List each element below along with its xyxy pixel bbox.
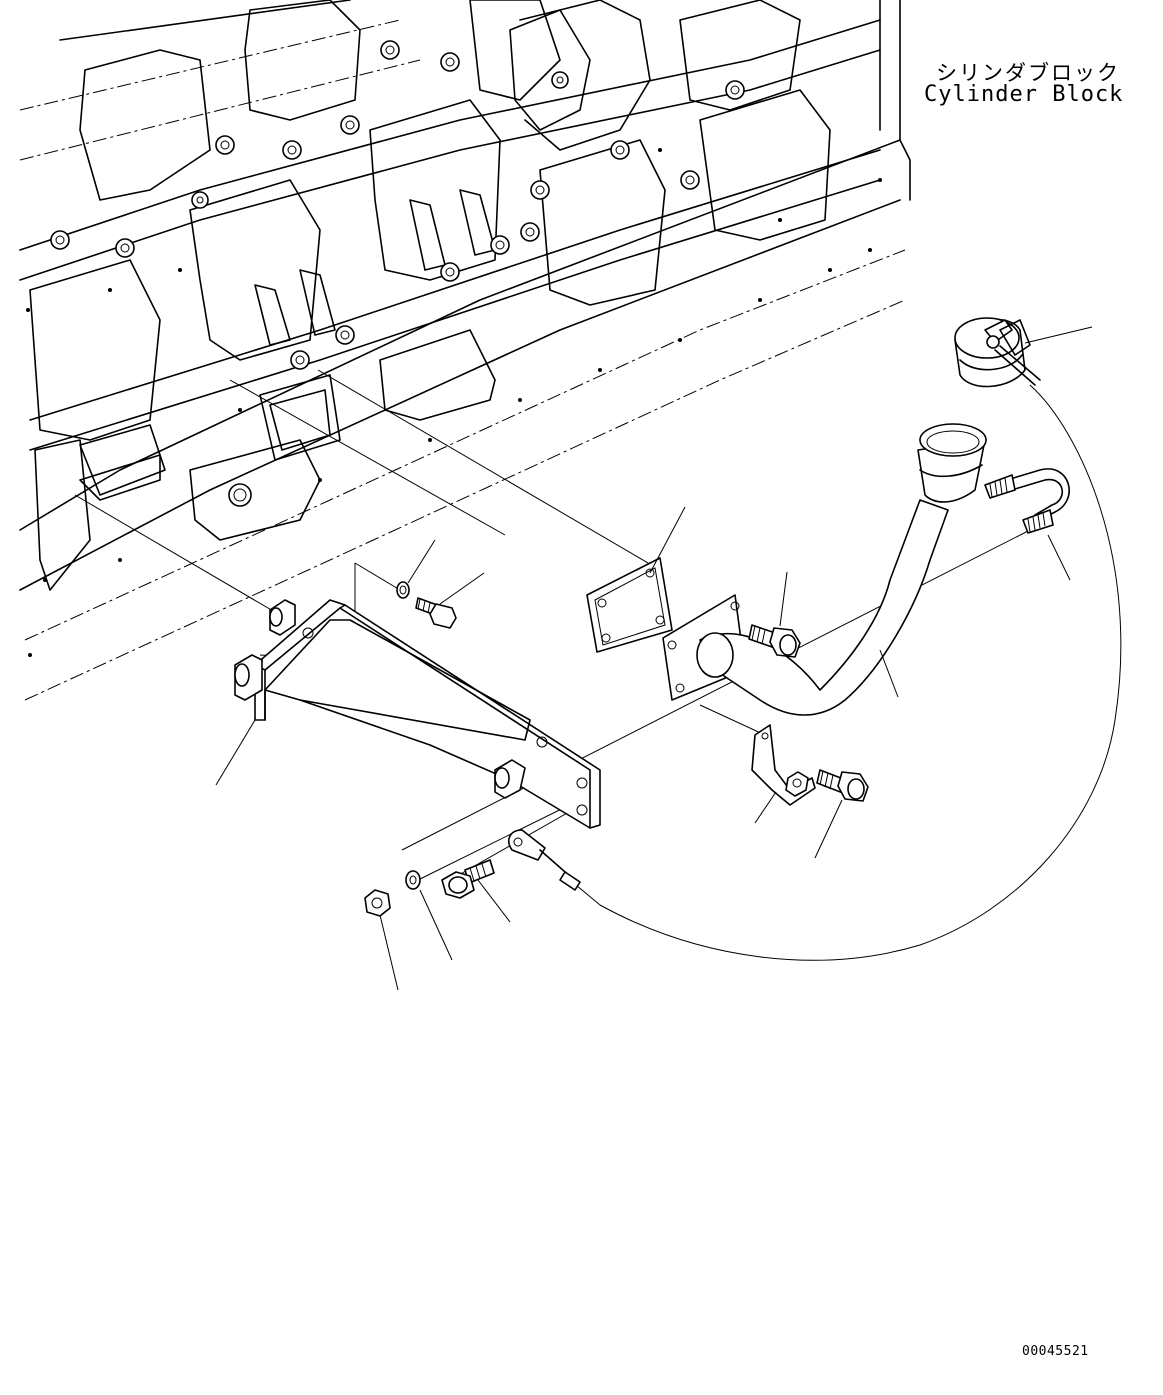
leader-lines (215, 326, 1093, 991)
gasket (586, 557, 673, 653)
cylinder-block-label-en: Cylinder Block (924, 82, 1124, 107)
cylinder-block (19, 0, 911, 701)
tube-clamp (751, 724, 816, 806)
mounting-bracket (234, 599, 601, 829)
fasteners (364, 581, 869, 917)
cylinder-block-label-jp: シリンダブロック (936, 61, 1120, 85)
u-bolt (984, 468, 1070, 534)
filler-tube (662, 423, 987, 716)
filler-cap (508, 317, 1122, 961)
drawing-number: 00045521 (1022, 1344, 1089, 1359)
